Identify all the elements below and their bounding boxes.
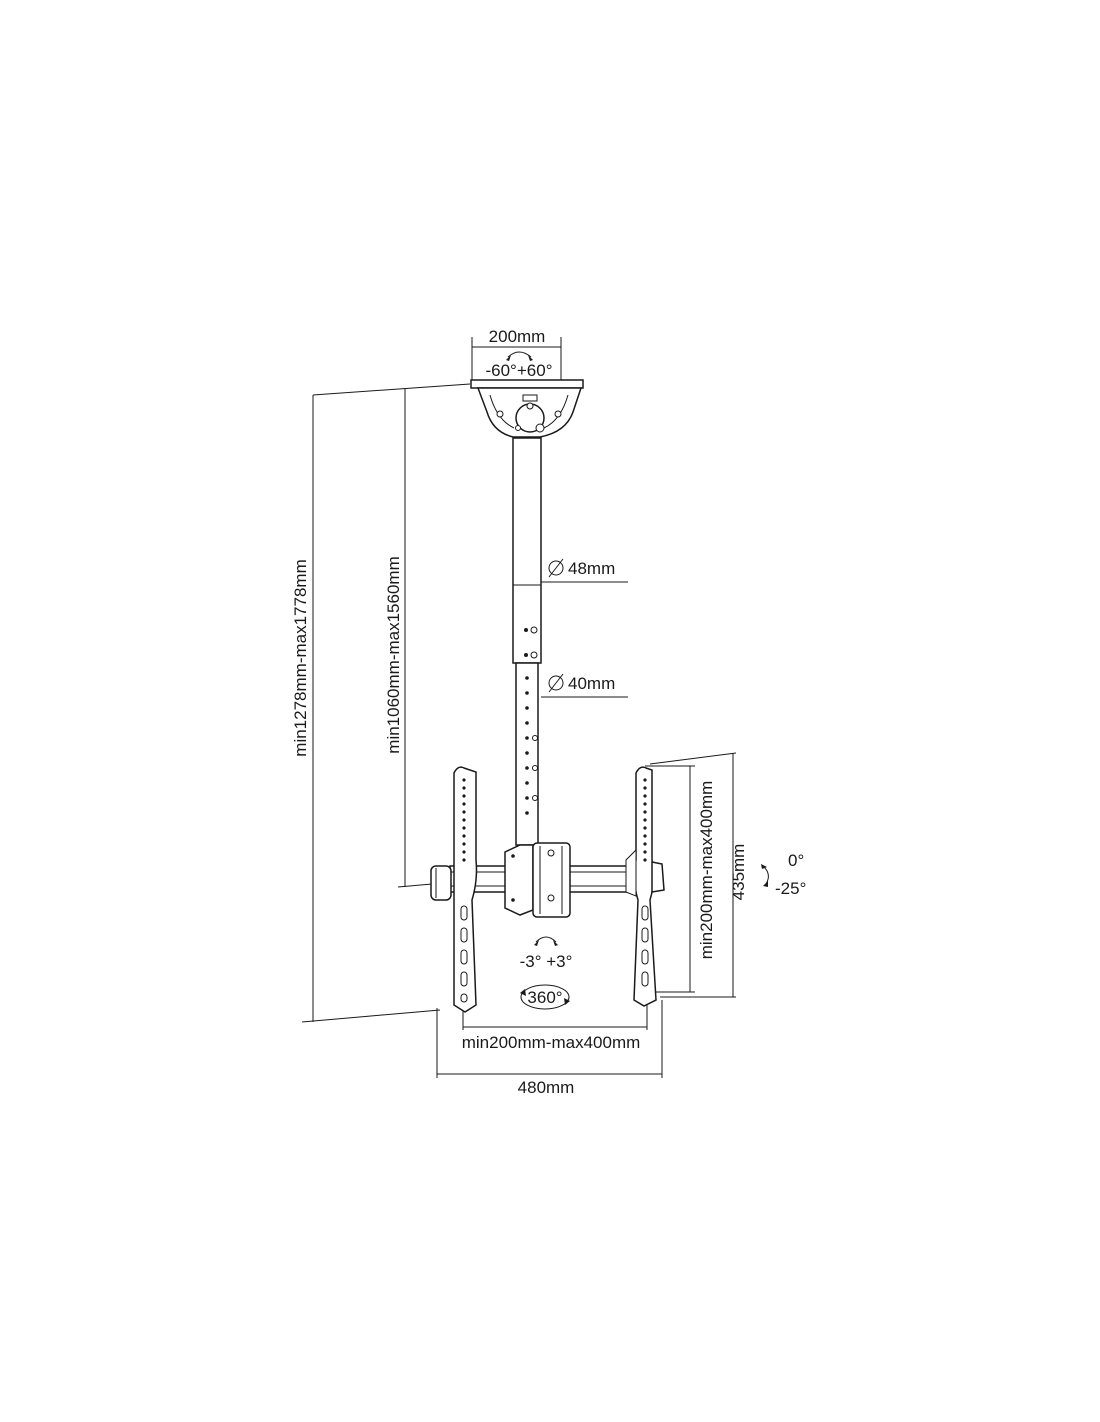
left-arm-slots	[460, 905, 468, 1003]
rotation-indicator: -3° +3°	[520, 936, 573, 971]
tilt-bottom-label: -25°	[775, 879, 806, 898]
upper-pole-diameter-label: 48mm	[568, 559, 615, 578]
full-rotation-indicator: 360°	[520, 984, 570, 1010]
full-rotation-label: 360°	[527, 988, 562, 1007]
left-hanger-arm	[430, 766, 478, 1013]
vesa-horizontal-label: min200mm-max400mm	[462, 1033, 641, 1052]
rotation-range-label: -3° +3°	[520, 952, 573, 971]
vesa-vertical-label: min200mm-max400mm	[697, 781, 716, 960]
pole-height-dimension: min1060mm-max1560mm	[384, 389, 433, 888]
lower-pole	[515, 662, 539, 846]
plate-height-dimension: 435mm	[649, 752, 748, 998]
lower-pole-diameter-label: 40mm	[568, 674, 615, 693]
upper-pole-diameter-callout: 48mm	[541, 558, 628, 583]
swivel-range-label: -60°+60°	[485, 361, 552, 380]
tilt-indicator: 0° -25°	[761, 851, 806, 898]
overall-height-label: min1278mm-max1778mm	[291, 559, 310, 756]
pole-adjustment-holes	[525, 676, 538, 815]
vesa-horizontal-dimension: min200mm-max400mm	[462, 1000, 648, 1052]
right-end-cap	[651, 861, 665, 893]
left-locking-knob	[430, 865, 452, 901]
overall-width-label: 480mm	[518, 1078, 575, 1097]
vesa-vertical-dimension: min200mm-max400mm	[645, 765, 716, 993]
tilt-bracket	[504, 842, 571, 918]
top-width-dimension: 200mm	[471, 327, 562, 380]
right-arm-holes	[643, 778, 647, 862]
plate-height-label: 435mm	[729, 844, 748, 901]
ceiling-plate	[470, 379, 584, 438]
pole-height-label: min1060mm-max1560mm	[384, 556, 403, 753]
lower-pole-diameter-callout: 40mm	[541, 673, 628, 698]
upper-pole	[512, 437, 542, 664]
swivel-range-indicator: -60°+60°	[485, 351, 553, 380]
left-arm-holes	[462, 778, 466, 862]
top-width-label: 200mm	[489, 327, 546, 346]
right-arm-slots	[641, 905, 649, 987]
overall-width-dimension: 480mm	[436, 1000, 663, 1097]
right-hanger-arm	[625, 766, 665, 1007]
tilt-top-label: 0°	[788, 851, 804, 870]
overall-height-dimension: min1278mm-max1778mm	[291, 383, 471, 1023]
